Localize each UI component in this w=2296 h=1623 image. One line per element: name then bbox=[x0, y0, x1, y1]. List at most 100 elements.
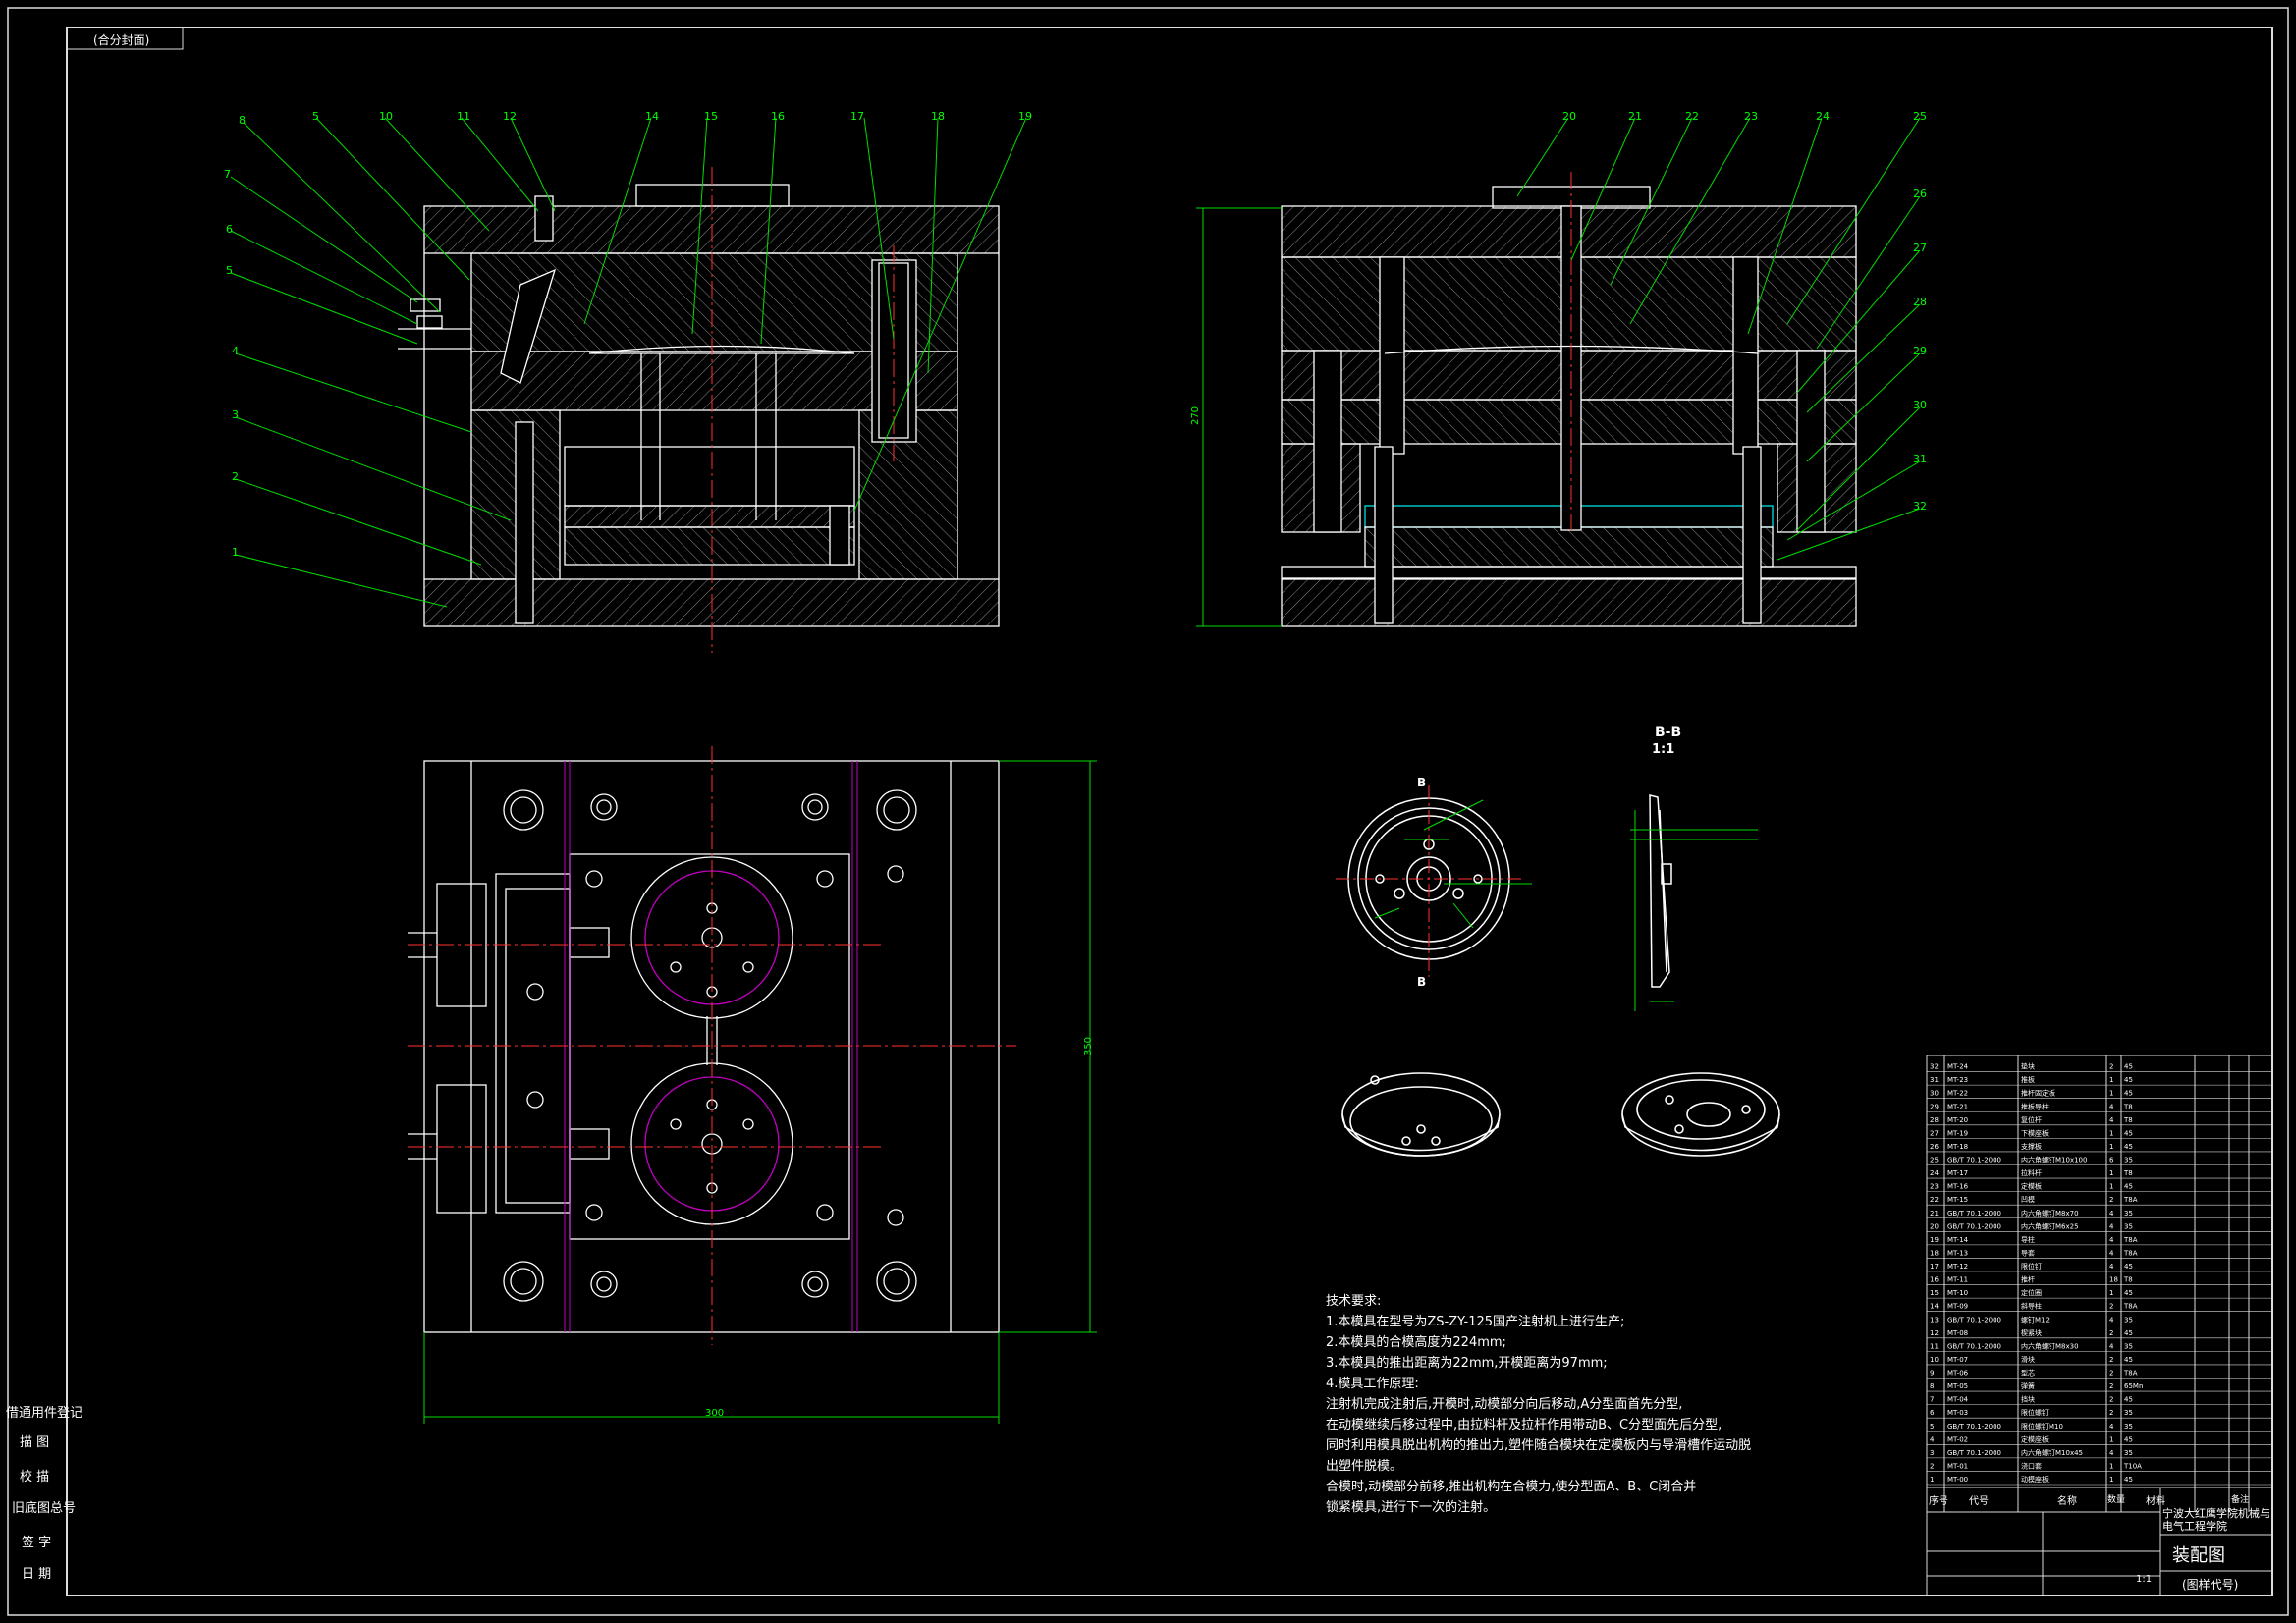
dim-plan-width: 300 bbox=[705, 1408, 725, 1419]
bom-cell: 31 bbox=[1930, 1076, 1939, 1084]
bom-cell: 1 bbox=[1930, 1476, 1934, 1484]
note-line: 在动模继续后移过程中,由拉料杆及拉杆作用带动B、C分型面先后分型, bbox=[1326, 1418, 1722, 1433]
balloon-front: 10 bbox=[379, 110, 393, 123]
balloon-front: 7 bbox=[224, 168, 231, 181]
balloon-front: 6 bbox=[226, 223, 233, 236]
bom-cell: 限位钉 bbox=[2021, 1262, 2042, 1271]
side-label-5: 日 期 bbox=[22, 1567, 52, 1582]
bom-cell: MT-01 bbox=[1947, 1462, 1968, 1470]
bom-cell: MT-08 bbox=[1947, 1329, 1968, 1337]
bom-cell: 25 bbox=[1930, 1157, 1939, 1164]
outer-border bbox=[7, 7, 2289, 1616]
balloon-side: 20 bbox=[1562, 110, 1576, 123]
section-title: B-B bbox=[1655, 725, 1682, 740]
bom-cell: 17 bbox=[1930, 1263, 1939, 1271]
bom-cell: 28 bbox=[1930, 1116, 1939, 1124]
bom-cell: 2 bbox=[2109, 1196, 2113, 1204]
bom-cell: 45 bbox=[2124, 1329, 2133, 1337]
bom-cell: 推杆 bbox=[2021, 1275, 2035, 1284]
note-line: 注射机完成注射后,开模时,动模部分向后移动,A分型面首先分型, bbox=[1326, 1397, 1683, 1412]
balloon-front: 3 bbox=[232, 408, 239, 421]
side-label-3: 旧底图总号 bbox=[12, 1501, 77, 1516]
balloon-front: 12 bbox=[503, 110, 517, 123]
bom-cell: 21 bbox=[1930, 1210, 1939, 1217]
bom-cell: 35 bbox=[2124, 1210, 2133, 1217]
bom-cell: MT-22 bbox=[1947, 1090, 1968, 1098]
bom-cell: 45 bbox=[2124, 1476, 2133, 1484]
note-line: 合模时,动模部分前移,推出机构在合模力,使分型面A、B、C闭合并 bbox=[1326, 1480, 1697, 1494]
bom-cell: 22 bbox=[1930, 1196, 1939, 1204]
note-line: 2.本模具的合模高度为224mm; bbox=[1326, 1335, 1506, 1350]
bom-cell: 4 bbox=[2109, 1210, 2114, 1217]
bom-cell: 18 bbox=[1930, 1249, 1939, 1257]
bom-cell: 螺钉M12 bbox=[2021, 1315, 2050, 1324]
bom-cell: 限位螺钉 bbox=[2021, 1408, 2049, 1417]
bom-cell: 滑块 bbox=[2021, 1355, 2035, 1364]
bom-cell: 8 bbox=[1930, 1382, 1934, 1390]
bom-cell: 35 bbox=[2124, 1449, 2133, 1457]
bom-cell: MT-07 bbox=[1947, 1356, 1968, 1364]
side-label-4: 签 字 bbox=[22, 1536, 52, 1550]
balloon-front: 17 bbox=[850, 110, 864, 123]
bom-cell: 下模座板 bbox=[2021, 1128, 2049, 1137]
bom-cell: 内六角螺钉M8x70 bbox=[2021, 1209, 2079, 1217]
side-label-2: 校 描 bbox=[20, 1470, 50, 1485]
bom-cell: MT-20 bbox=[1947, 1116, 1968, 1124]
bom-cell: T8 bbox=[2123, 1169, 2133, 1177]
bom-cell: 挡块 bbox=[2021, 1395, 2035, 1404]
bom-cell: 14 bbox=[1930, 1303, 1939, 1311]
note-line: 4.模具工作原理: bbox=[1326, 1377, 1419, 1391]
bom-cell: MT-06 bbox=[1947, 1370, 1969, 1378]
front-leaders bbox=[230, 117, 1027, 608]
bom-cell: 18 bbox=[2109, 1276, 2118, 1284]
bom-cell: 45 bbox=[2124, 1076, 2133, 1084]
balloon-side: 30 bbox=[1913, 399, 1927, 411]
bom-cell: 6 bbox=[1930, 1409, 1935, 1417]
bom-cell: 4 bbox=[1930, 1435, 1935, 1443]
bom-cell: 11 bbox=[1930, 1342, 1939, 1350]
plan-view bbox=[408, 760, 1000, 1333]
bom-cell: 1 bbox=[2109, 1183, 2113, 1191]
part-iso-bottom bbox=[1341, 1072, 1501, 1157]
bom-cell: MT-02 bbox=[1947, 1435, 1968, 1443]
section-bb-view bbox=[1649, 794, 1672, 988]
bom-cell: 4 bbox=[2109, 1236, 2114, 1244]
balloon-front: 18 bbox=[931, 110, 945, 123]
side-height-dimension bbox=[1196, 207, 1282, 627]
bom-cell: 定模座板 bbox=[2021, 1434, 2049, 1443]
bom-cell: 12 bbox=[1930, 1329, 1939, 1337]
bom-header-index: 序号 bbox=[1929, 1496, 1948, 1507]
bom-cell: 4 bbox=[2109, 1449, 2114, 1457]
bom-cell: 16 bbox=[1930, 1276, 1939, 1284]
side-leaders bbox=[1516, 117, 1921, 561]
dim-plan-height: 350 bbox=[1083, 1036, 1095, 1056]
bom-cell: 4 bbox=[2109, 1263, 2114, 1271]
bom-cell: 5 bbox=[1930, 1423, 1934, 1431]
bom-cell: 拉料杆 bbox=[2021, 1168, 2042, 1177]
bom-cell: 2 bbox=[2109, 1356, 2113, 1364]
bom-cell: 24 bbox=[1930, 1169, 1939, 1177]
bom-cell: 45 bbox=[2124, 1090, 2133, 1098]
bom-cell: 45 bbox=[2124, 1356, 2133, 1364]
bom-cell: 定模板 bbox=[2021, 1182, 2042, 1191]
bom-cell: 7 bbox=[1930, 1396, 1934, 1404]
bom-cell: 4 bbox=[2109, 1342, 2114, 1350]
bom-cell: T10A bbox=[2123, 1462, 2142, 1470]
part-top-centerlines bbox=[1336, 785, 1522, 977]
bom-cell: 导套 bbox=[2021, 1248, 2035, 1257]
section-bb-dims bbox=[1630, 810, 1758, 1011]
bom-cell: 6 bbox=[2109, 1157, 2114, 1164]
bom-cell: 1 bbox=[2109, 1076, 2113, 1084]
bom-cell: 45 bbox=[2124, 1435, 2133, 1443]
bom-cell: T8 bbox=[2123, 1103, 2133, 1110]
bom-cell: 导柱 bbox=[2021, 1235, 2035, 1244]
note-line: 1.本模具在型号为ZS-ZY-125国产注射机上进行生产; bbox=[1326, 1315, 1625, 1329]
bom-cell: 弹簧 bbox=[2021, 1381, 2035, 1390]
balloon-side: 21 bbox=[1628, 110, 1642, 123]
bom-cell: 1 bbox=[2109, 1143, 2113, 1151]
balloon-side: 24 bbox=[1816, 110, 1830, 123]
bom-cell: 内六角螺钉M6x25 bbox=[2021, 1221, 2079, 1230]
bom-cell: MT-11 bbox=[1947, 1276, 1968, 1284]
balloon-front: 4 bbox=[232, 345, 239, 357]
bom-cell: 2 bbox=[2109, 1382, 2113, 1390]
